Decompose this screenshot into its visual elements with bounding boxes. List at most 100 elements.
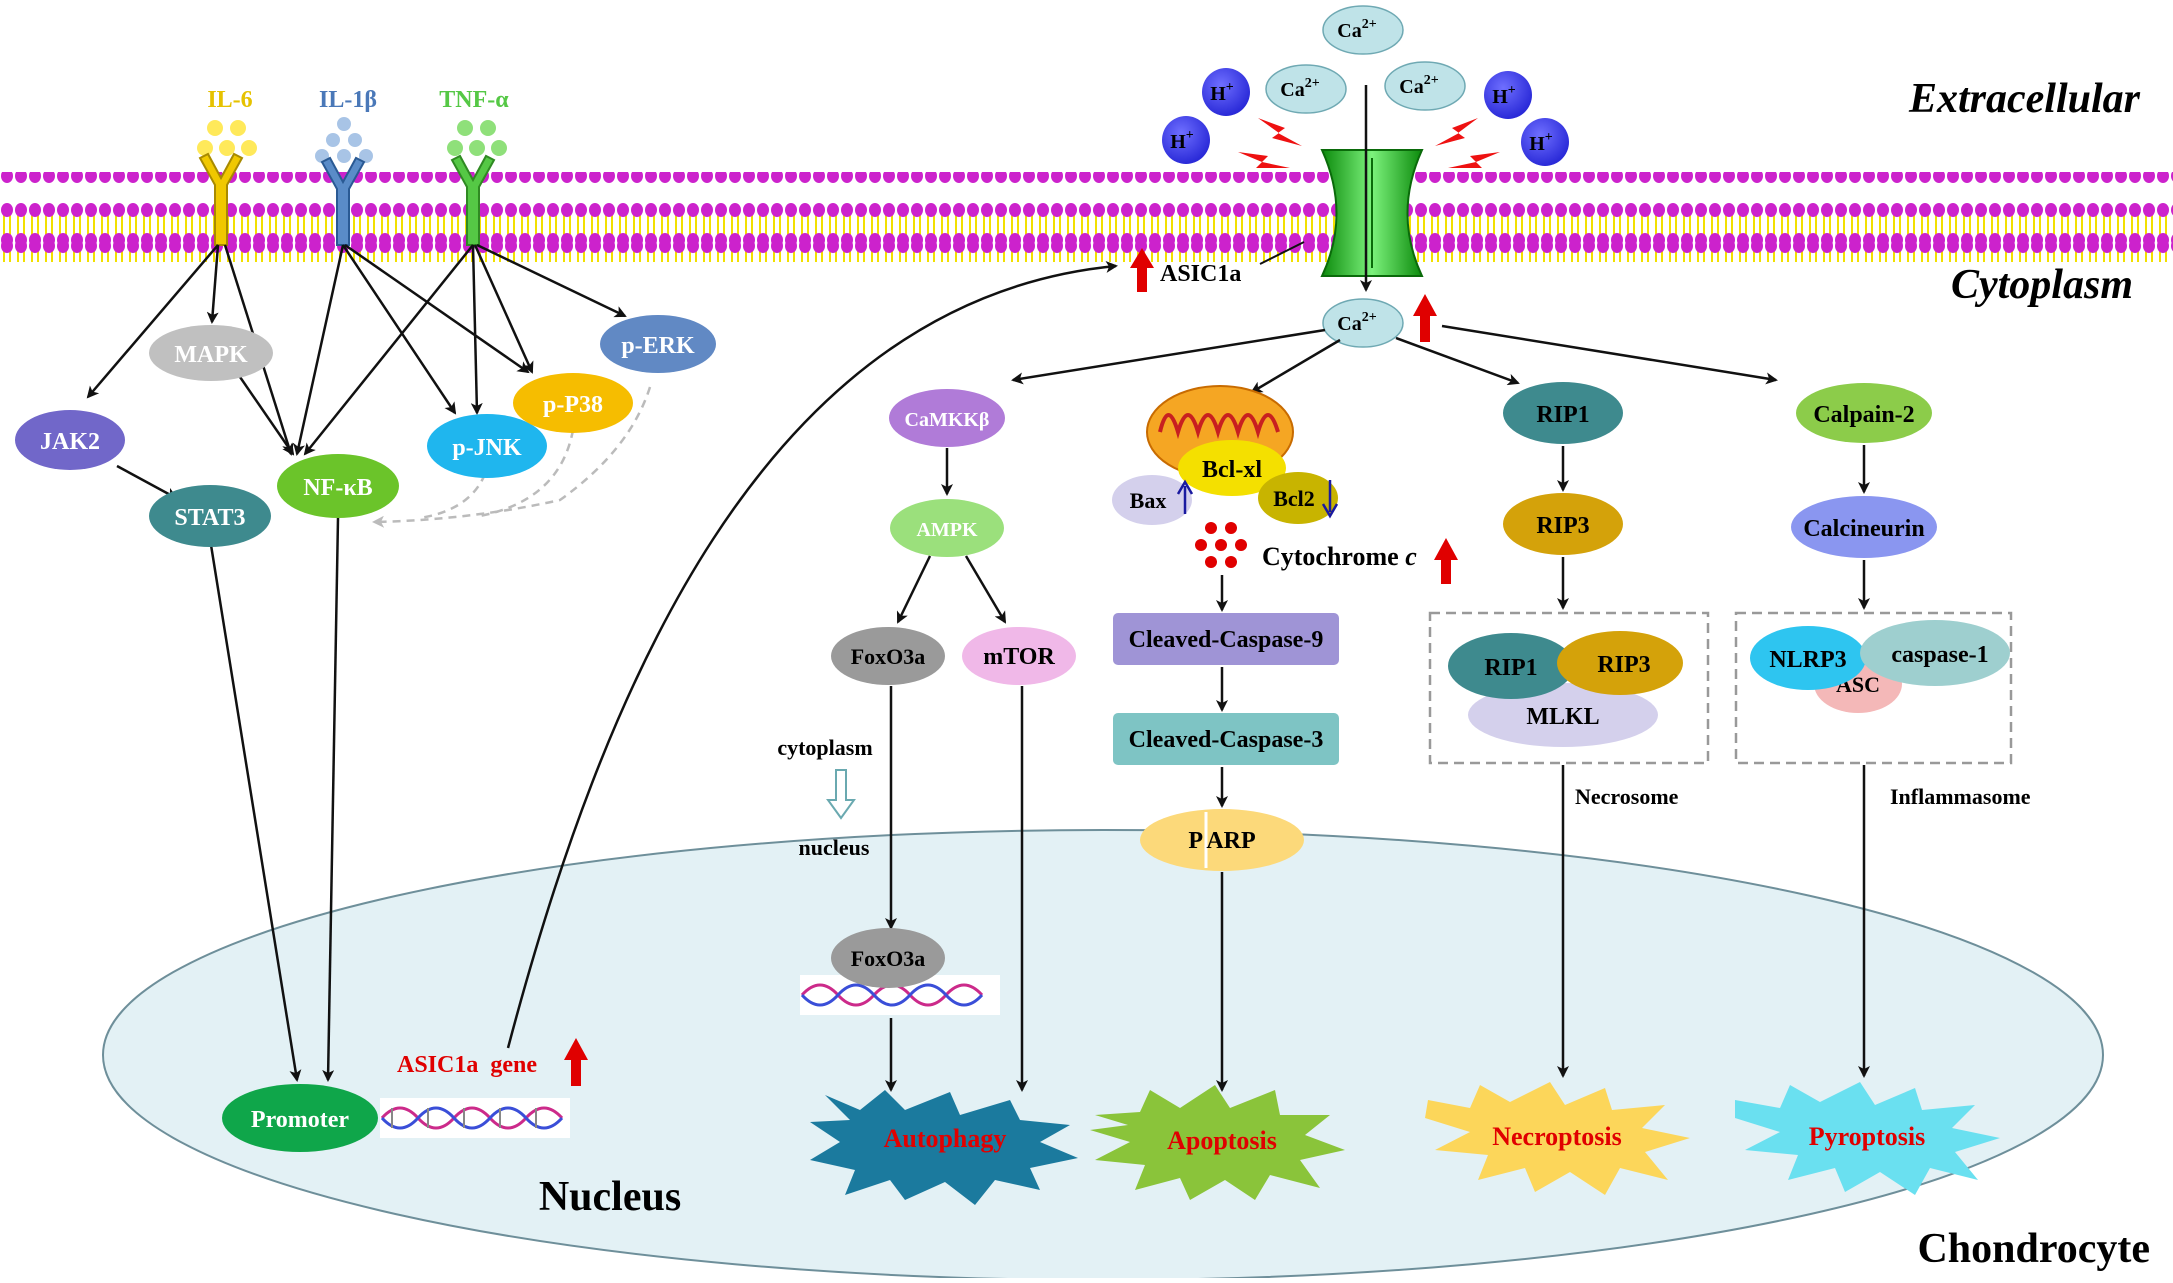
pyroptosis-burst (1735, 1082, 2000, 1195)
pp38-label: p-P38 (543, 392, 603, 418)
ca-branch-arrows (1011, 324, 1778, 394)
cell-membrane (0, 172, 2173, 262)
svg-text:H+: H+ (1210, 80, 1234, 105)
cell-label: Chondrocyte (1917, 1226, 2150, 1272)
il1b-receptor: IL-1β (315, 87, 377, 246)
calpain2-node (1796, 383, 1932, 443)
bax-node (1112, 475, 1192, 525)
asic1a-channel (1320, 149, 1424, 277)
ca-cytoplasm-node (1322, 298, 1404, 348)
calpain2-label: Calpain-2 (1813, 402, 1914, 428)
bax-label: Bax (1130, 488, 1167, 513)
calcineurin-node (1791, 496, 1937, 558)
svg-text:Ca2+: Ca2+ (1399, 73, 1438, 98)
complex-rip3-label: RIP3 (1597, 652, 1650, 678)
mapk-node (149, 325, 273, 381)
autophagy-burst (810, 1090, 1078, 1205)
ampk-label: AMPK (916, 519, 978, 541)
autophagy-arrows (885, 448, 1028, 1092)
camkkb-label: CaMKKβ (905, 409, 990, 431)
necroptosis-burst (1425, 1082, 1690, 1195)
pjnk-node (427, 414, 547, 478)
inhibitory-dashed-arrows (372, 386, 652, 528)
caspase1-node (1860, 620, 2010, 686)
nucleus-small-label: nucleus (799, 835, 870, 860)
caspase1-label: caspase-1 (1891, 642, 1988, 668)
cytochrome-up-arrow-icon (1434, 538, 1458, 584)
promoter-node (222, 1084, 378, 1152)
promoter-label: Promoter (251, 1107, 350, 1133)
parp-node (1140, 809, 1304, 871)
ca-up-arrow-icon (1413, 294, 1437, 342)
camkkb-node (889, 389, 1005, 447)
cytoplasm-small-label: cytoplasm (777, 735, 872, 760)
svg-text:H+: H+ (1170, 128, 1194, 153)
il6-label: IL-6 (207, 87, 252, 113)
casp3-label: Cleaved-Caspase-3 (1129, 727, 1324, 753)
il6-receptor: IL-6 (197, 87, 257, 246)
foxo3a-nuclear-label: FoxO3a (851, 946, 926, 971)
nlrp3-label: NLRP3 (1769, 647, 1846, 673)
nucleus-label: Nucleus (539, 1174, 681, 1220)
pyroptosis-label: Pyroptosis (1809, 1122, 1926, 1151)
inflammasome-box (1734, 611, 2013, 765)
complex-rip1-node (1448, 633, 1574, 699)
inflammasome-label: Inflammasome (1890, 784, 2031, 809)
svg-text:Ca2+: Ca2+ (1337, 17, 1376, 42)
necrosome-label: Necrosome (1575, 784, 1679, 809)
cytoplasm-label: Cytoplasm (1951, 262, 2133, 308)
mapk-label: MAPK (174, 342, 248, 368)
bcl2-down-arrow-icon (1321, 480, 1339, 519)
complex-rip3-node (1557, 631, 1683, 695)
asic1a-up-arrow-icon (1130, 248, 1154, 292)
asic1a-gene-label: ASIC1a gene (397, 1052, 537, 1078)
tnfa-label: TNF-α (439, 87, 509, 113)
foxo3a-label: FoxO3a (851, 644, 926, 669)
necroptosis-label: Necroptosis (1492, 1122, 1622, 1151)
tnfa-receptor: TNF-α (439, 87, 509, 246)
nfkb-node (277, 454, 399, 518)
ca-cytoplasm-label: Ca2+ (1337, 310, 1376, 335)
perk-node (600, 315, 716, 373)
casp3-node (1113, 713, 1339, 765)
apoptosis-burst (1090, 1085, 1345, 1200)
rip3-label: RIP3 (1536, 513, 1589, 539)
calcineurin-label: Calcineurin (1803, 516, 1924, 542)
perk-label: p-ERK (621, 333, 695, 359)
stat3-label: STAT3 (174, 505, 245, 531)
complex-rip1-label: RIP1 (1484, 655, 1537, 681)
pjnk-label: p-JNK (452, 435, 522, 461)
nlrp3-node (1750, 626, 1866, 690)
translocation-arrow-icon (826, 769, 856, 820)
casp9-label: Cleaved-Caspase-9 (1129, 627, 1324, 653)
mtor-label: mTOR (983, 644, 1055, 670)
mlkl-label: MLKL (1526, 704, 1599, 730)
cytochrome-label: Cytochrome c (1262, 542, 1417, 571)
dna-helix-icon (380, 1098, 570, 1138)
rip3-node (1503, 493, 1623, 555)
autophagy-label: Autophagy (884, 1124, 1007, 1153)
bcl2-label: Bcl2 (1273, 486, 1315, 511)
channel-pointer (1259, 241, 1305, 265)
necrosome-box (1428, 611, 1710, 765)
jak2-label: JAK2 (40, 429, 100, 455)
parp-label: P ARP (1188, 828, 1255, 854)
mtor-node (962, 627, 1076, 685)
stat3-node (149, 485, 271, 547)
ampk-node (890, 499, 1004, 557)
mlkl-node (1468, 683, 1658, 747)
calcium-ions: Ca2+ Ca2+ Ca2+ (1265, 5, 1466, 114)
gene-up-arrow-icon (564, 1038, 588, 1086)
apoptosis-label: Apoptosis (1167, 1126, 1277, 1155)
pp38-node (513, 373, 633, 433)
extracellular-label: Extracellular (1908, 76, 2141, 122)
cytochrome-c-dots (1195, 522, 1247, 568)
bcl2-node (1258, 472, 1338, 524)
bclxl-node (1178, 440, 1286, 496)
nfkb-label: NF-κB (303, 475, 372, 501)
svg-text:H+: H+ (1529, 130, 1553, 155)
casp9-node (1113, 613, 1339, 665)
bax-up-arrow-icon (1176, 479, 1194, 514)
